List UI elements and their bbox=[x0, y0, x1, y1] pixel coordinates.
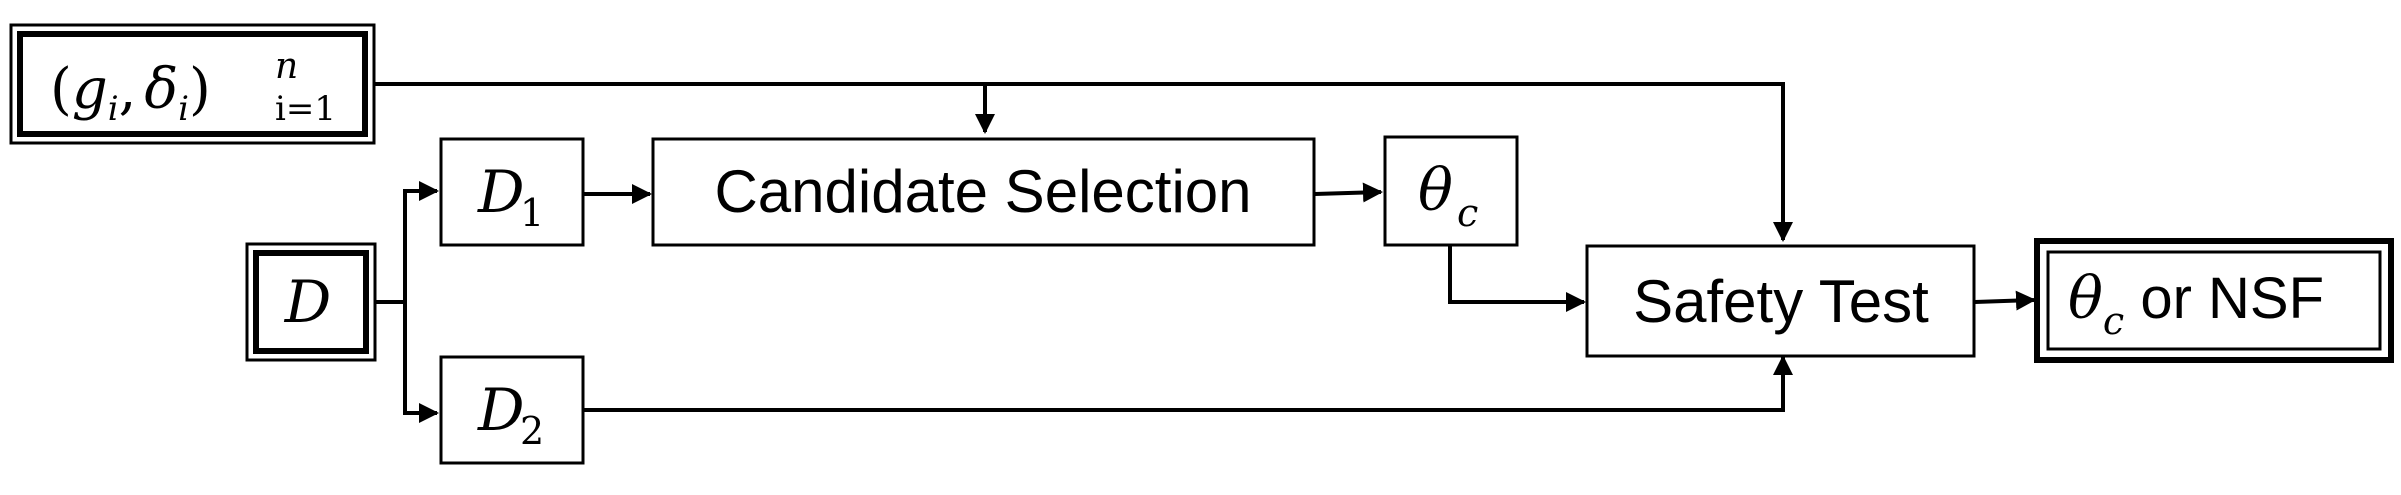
arrow-constraints-to-safety-test bbox=[372, 82, 1793, 242]
d1-box: D 1 bbox=[439, 137, 585, 247]
constraints-box: (gi,δi) n i=1 bbox=[9, 23, 376, 145]
output-box: θc or NSF bbox=[2034, 238, 2394, 363]
candidate-selection-box: Candidate Selection bbox=[651, 137, 1316, 247]
d1-label: D bbox=[477, 158, 525, 226]
connectors bbox=[372, 82, 2036, 423]
safety-test-box: Safety Test bbox=[1585, 244, 1976, 358]
arrow-candidate-selection-to-theta bbox=[1314, 182, 1383, 203]
d2-subscript: 2 bbox=[520, 409, 544, 453]
arrow-theta-to-safety-test bbox=[1448, 246, 1586, 312]
data-box: D bbox=[245, 242, 377, 362]
theta-c-box: θ c bbox=[1383, 135, 1519, 247]
candidate-selection-label: Candidate Selection bbox=[714, 158, 1251, 225]
d1-subscript: 1 bbox=[520, 191, 544, 235]
theta-c-label: θ bbox=[1418, 156, 1453, 224]
arrow-d-to-d2 bbox=[403, 302, 439, 423]
output-label: θc or NSF bbox=[2068, 264, 2324, 343]
arrow-d2-to-safety-test bbox=[584, 355, 1793, 412]
constraints-label: (gi,δi) bbox=[50, 57, 211, 129]
d2-box: D 2 bbox=[439, 355, 585, 465]
constraints-superscript: n bbox=[275, 46, 298, 87]
theta-c-subscript: c bbox=[1457, 191, 1478, 235]
arrow-safety-test-to-output bbox=[1974, 290, 2036, 311]
data-label: D bbox=[284, 268, 332, 336]
safety-test-label: Safety Test bbox=[1633, 268, 1929, 335]
arrow-d-to-d1 bbox=[373, 181, 439, 304]
constraints-subscript: i=1 bbox=[275, 89, 336, 129]
d2-label: D bbox=[477, 376, 525, 444]
